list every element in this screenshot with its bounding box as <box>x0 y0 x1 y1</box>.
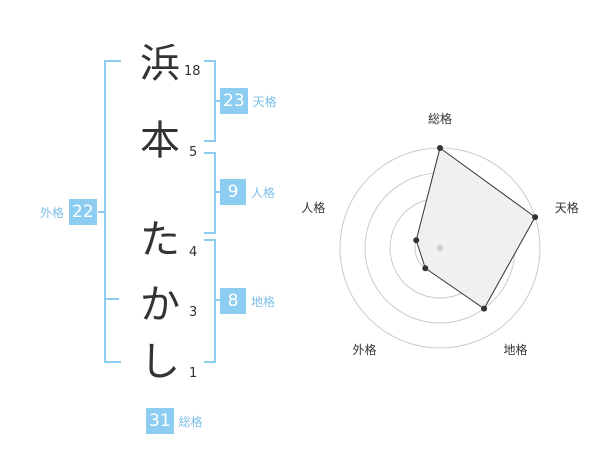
tenkaku-badge: 23 天格 <box>220 88 277 114</box>
stroke-count-2: 5 <box>189 145 198 160</box>
tenkaku-connector <box>216 100 220 102</box>
radar-point-1 <box>437 145 443 151</box>
jinkaku-label: 人格 <box>251 185 276 200</box>
stroke-count-1: 18 <box>184 64 201 79</box>
name-char-2: 本 <box>140 118 180 164</box>
name-char-3: た <box>140 217 180 263</box>
radar-point-5 <box>413 237 420 244</box>
name-char-5: し <box>140 339 180 385</box>
stroke-count-3: 4 <box>189 245 198 260</box>
radar-chart <box>339 145 541 349</box>
radar-axis-label: 地格 <box>503 343 528 358</box>
radar-area <box>415 147 536 310</box>
radar-axis-label: 総格 <box>428 112 453 126</box>
jinkaku-bracket <box>204 152 216 234</box>
radar-axis-label: 天格 <box>554 200 579 215</box>
radar-point-2 <box>532 214 539 221</box>
radar-points <box>413 145 539 312</box>
gaikaku-connector <box>98 211 104 213</box>
radar-center-dot <box>437 245 443 251</box>
gaikaku-bracket <box>104 60 121 363</box>
name-char-4: か <box>140 282 180 328</box>
radar-axis-label: 人格 <box>301 200 326 215</box>
radar-point-3 <box>481 305 488 312</box>
name-char-1: 浜 <box>140 41 180 87</box>
soukaku-value: 31 <box>146 408 174 434</box>
jinkaku-connector <box>216 191 220 193</box>
soukaku-label: 総格 <box>178 414 203 429</box>
chikaku-bracket <box>204 239 216 363</box>
jinkaku-value: 9 <box>220 179 246 205</box>
stroke-count-4: 3 <box>189 305 198 320</box>
tenkaku-label: 天格 <box>252 94 277 109</box>
gaikaku-badge: 22 外格 <box>40 199 97 225</box>
tenkaku-bracket <box>204 60 216 142</box>
stroke-count-5: 1 <box>189 366 198 381</box>
gaikaku-value: 22 <box>69 199 97 225</box>
chikaku-value: 8 <box>220 288 246 314</box>
soukaku-badge: 31 総格 <box>146 408 203 434</box>
tenkaku-value: 23 <box>220 88 248 114</box>
chikaku-label: 地格 <box>251 294 276 309</box>
gaikaku-bracket-split <box>106 298 119 300</box>
gaikaku-label: 外格 <box>40 205 65 220</box>
radar-point-4 <box>422 265 429 272</box>
radar-axis-label: 外格 <box>352 343 377 358</box>
jinkaku-badge: 9 人格 <box>220 179 275 205</box>
chikaku-connector <box>216 299 220 301</box>
chikaku-badge: 8 地格 <box>220 288 275 314</box>
